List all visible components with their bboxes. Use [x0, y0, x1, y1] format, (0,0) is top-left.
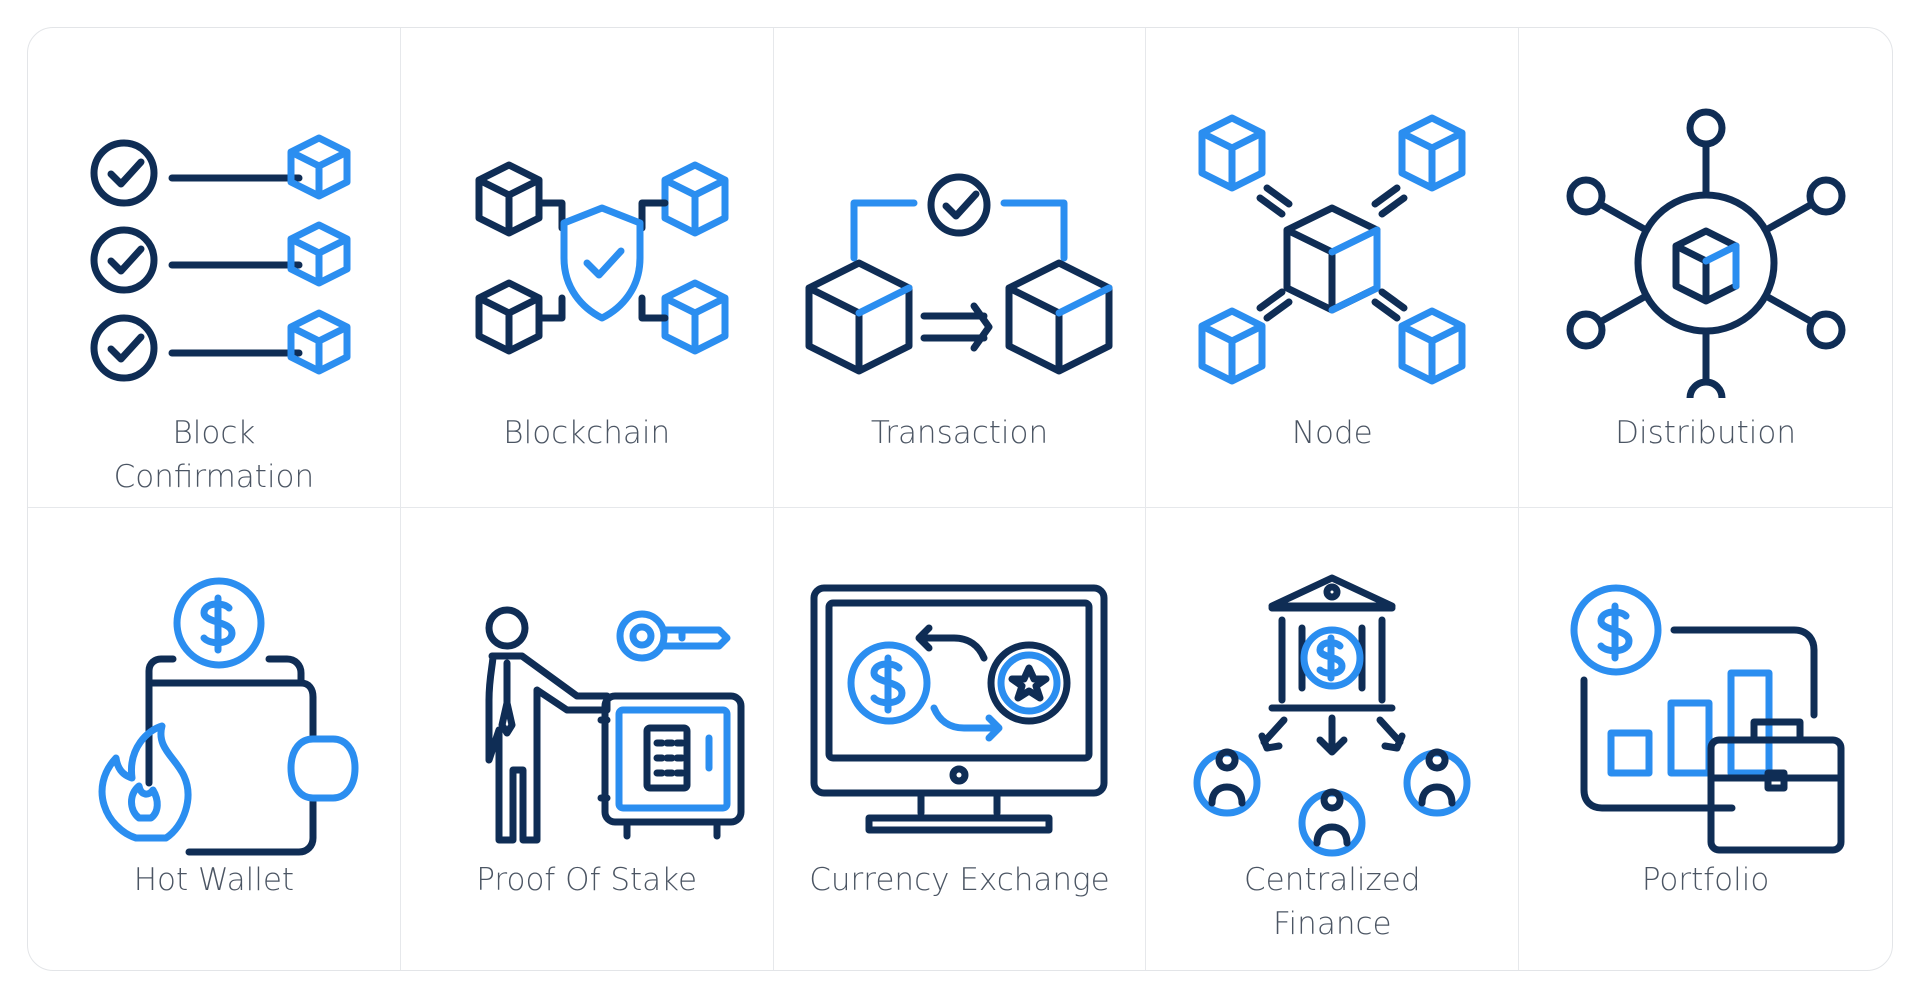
tile-distribution: Distribution — [1519, 28, 1892, 508]
tile-label: Blockchain — [503, 415, 671, 451]
transaction-blocks-icon — [805, 173, 1113, 375]
checklist-blocks-icon — [90, 134, 351, 382]
tile-label: Distribution — [1615, 415, 1797, 451]
distribution-hub-icon — [1566, 108, 1846, 398]
hot-wallet-icon — [98, 577, 359, 856]
tile-label: Transaction — [870, 415, 1049, 451]
tile-portfolio: Portfolio — [1519, 508, 1892, 970]
tile-currency-exchange: Currency Exchange — [774, 508, 1147, 970]
centralized-finance-bank-icon — [1193, 574, 1471, 857]
blockchain-shield-icon — [475, 161, 729, 355]
tile-node: Node — [1146, 28, 1520, 508]
tile-label: Proof Of Stake — [476, 862, 698, 898]
currency-exchange-monitor-icon — [810, 584, 1108, 834]
tile-transaction: Transaction — [773, 28, 1147, 508]
tile-label: Node — [1291, 415, 1373, 451]
node-network-icon — [1198, 114, 1466, 385]
tile-hot-wallet: Hot Wallet — [28, 508, 401, 970]
tile-blockchain: Blockchain — [400, 28, 774, 508]
proof-of-stake-icon — [485, 606, 745, 844]
tile-label: Currency Exchange — [809, 862, 1110, 898]
tile-label: Hot Wallet — [133, 862, 295, 898]
portfolio-chart-icon — [1570, 584, 1845, 854]
tile-label: Portfolio — [1641, 862, 1770, 898]
tile-proof-of-stake: Proof Of Stake — [401, 508, 774, 970]
